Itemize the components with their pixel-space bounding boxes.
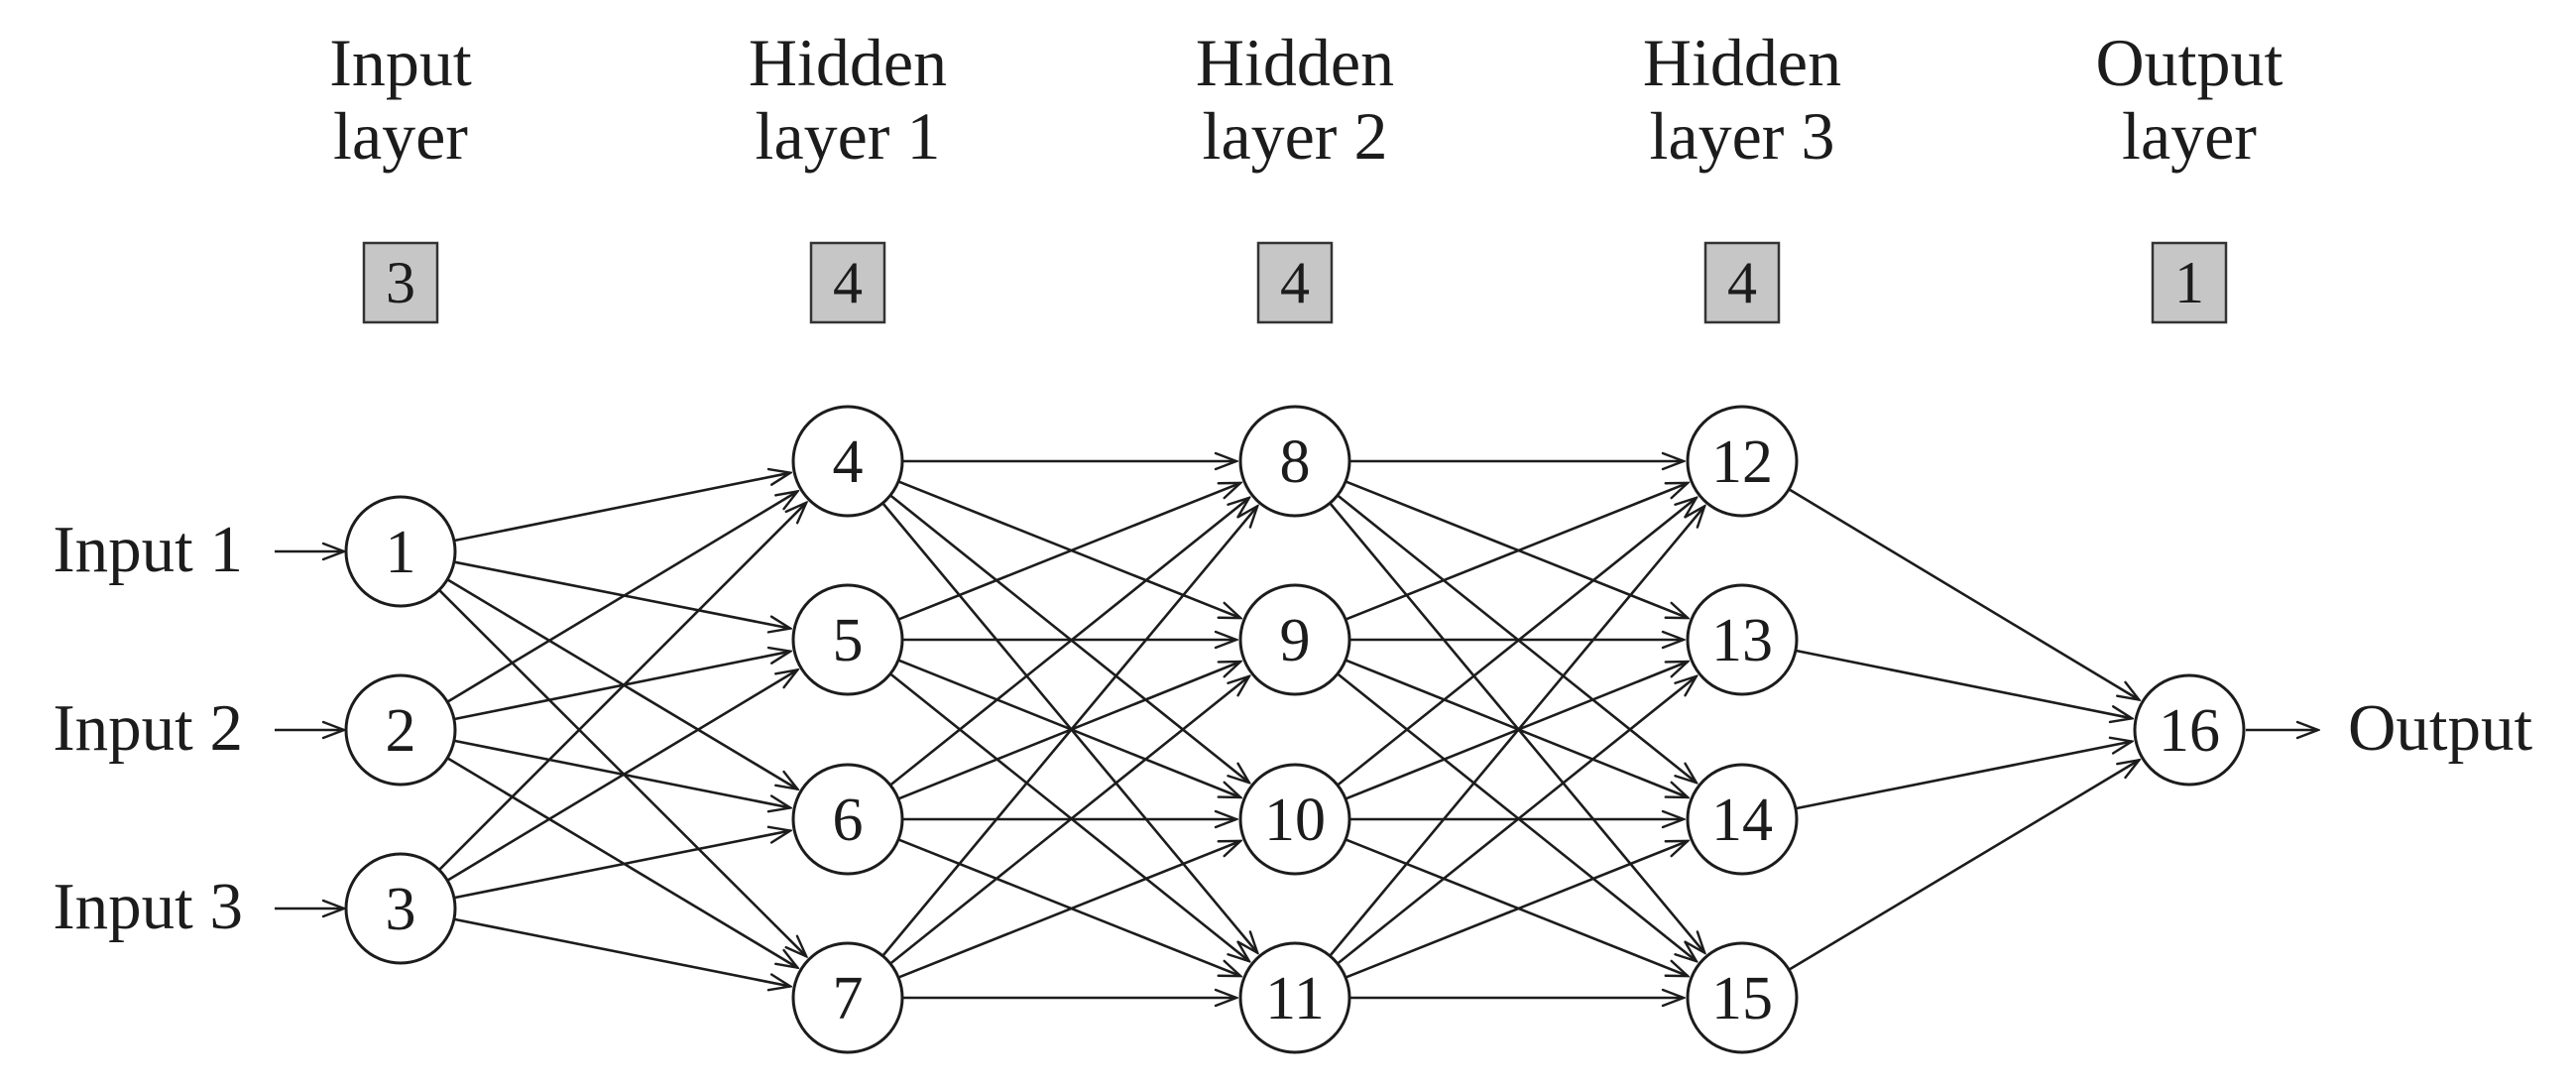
node-label: 8 <box>1280 428 1311 496</box>
edge-5-8 <box>898 483 1240 621</box>
input-label: Input 2 <box>53 691 243 765</box>
node-label: 15 <box>1711 965 1773 1032</box>
node-5 <box>791 583 904 696</box>
layer-title-line1: Input <box>329 25 472 100</box>
layer-count: 4 <box>1280 250 1310 315</box>
node-label: 13 <box>1711 607 1773 674</box>
edge-3-5 <box>447 669 797 882</box>
edge-3-4 <box>438 503 807 871</box>
io-layer: Input 1 Input 2 Input 3 Output <box>53 513 2532 943</box>
layer-title-line1: Hidden <box>1643 25 1841 100</box>
edge-6-8 <box>889 498 1249 787</box>
node-12 <box>1686 405 1799 518</box>
layer-count-box <box>1256 241 1334 324</box>
node-13 <box>1686 583 1799 696</box>
node-label: 2 <box>386 697 416 765</box>
edge-2-4 <box>447 491 797 703</box>
edge-3-7 <box>454 917 790 987</box>
layer-count-box <box>2151 241 2228 324</box>
layer-count: 1 <box>2174 250 2204 315</box>
edge-11-12 <box>1329 506 1704 956</box>
edge-13-16 <box>1796 649 2132 718</box>
edge-10-12 <box>1337 498 1697 787</box>
node-label: 3 <box>386 876 416 943</box>
edges-layer <box>438 461 2140 998</box>
node-label: 4 <box>833 428 864 496</box>
edge-11-14 <box>1346 841 1688 979</box>
input-label: Input 3 <box>53 870 243 943</box>
node-label: 6 <box>833 787 864 854</box>
node-3 <box>344 852 457 965</box>
edge-7-8 <box>881 506 1257 956</box>
node-1 <box>344 495 457 608</box>
output-label: Output <box>2348 691 2533 765</box>
node-label: 12 <box>1711 428 1773 496</box>
node-11 <box>1238 941 1351 1054</box>
node-label: 16 <box>2159 697 2220 765</box>
node-6 <box>791 763 904 876</box>
layer-title-line2: layer 3 <box>1650 98 1835 174</box>
edge-3-6 <box>454 831 790 900</box>
node-10 <box>1238 763 1351 876</box>
node-9 <box>1238 583 1351 696</box>
node-label: 1 <box>386 519 416 586</box>
layer-count: 4 <box>1727 250 1757 315</box>
edge-11-13 <box>1337 676 1697 965</box>
node-label: 10 <box>1264 787 1326 854</box>
node-label: 9 <box>1280 607 1311 674</box>
edge-5-11 <box>889 672 1249 961</box>
node-4 <box>791 405 904 518</box>
edge-9-12 <box>1346 483 1688 621</box>
node-14 <box>1686 763 1799 876</box>
node-16 <box>2133 673 2246 787</box>
edge-7-9 <box>889 676 1249 965</box>
edge-14-16 <box>1796 742 2132 810</box>
layer-title-line1: Hidden <box>749 25 947 100</box>
node-2 <box>344 673 457 787</box>
node-label: 7 <box>833 965 864 1032</box>
layer-title-line2: layer <box>2122 98 2257 174</box>
edge-1-4 <box>454 473 790 543</box>
node-8 <box>1238 405 1351 518</box>
node-7 <box>791 941 904 1054</box>
node-label: 11 <box>1265 965 1325 1032</box>
layer-title-line2: layer 2 <box>1203 98 1388 174</box>
layer-count-box <box>1703 241 1781 324</box>
node-label: 5 <box>833 607 864 674</box>
edge-15-16 <box>1789 760 2139 971</box>
node-label: 14 <box>1711 787 1773 854</box>
layer-count-box <box>362 241 439 324</box>
layer-title-line1: Output <box>2096 25 2283 100</box>
layer-title-line2: layer <box>333 98 468 174</box>
layer-title-line1: Hidden <box>1196 25 1394 100</box>
edge-9-15 <box>1337 672 1697 961</box>
layer-count-box <box>809 241 886 324</box>
layer-title-line2: layer 1 <box>756 98 941 174</box>
input-label: Input 1 <box>53 513 243 586</box>
edge-7-10 <box>898 841 1240 979</box>
layer-count: 4 <box>833 250 863 315</box>
layer-count: 3 <box>386 250 415 315</box>
edge-12-16 <box>1789 488 2139 700</box>
node-15 <box>1686 941 1799 1054</box>
